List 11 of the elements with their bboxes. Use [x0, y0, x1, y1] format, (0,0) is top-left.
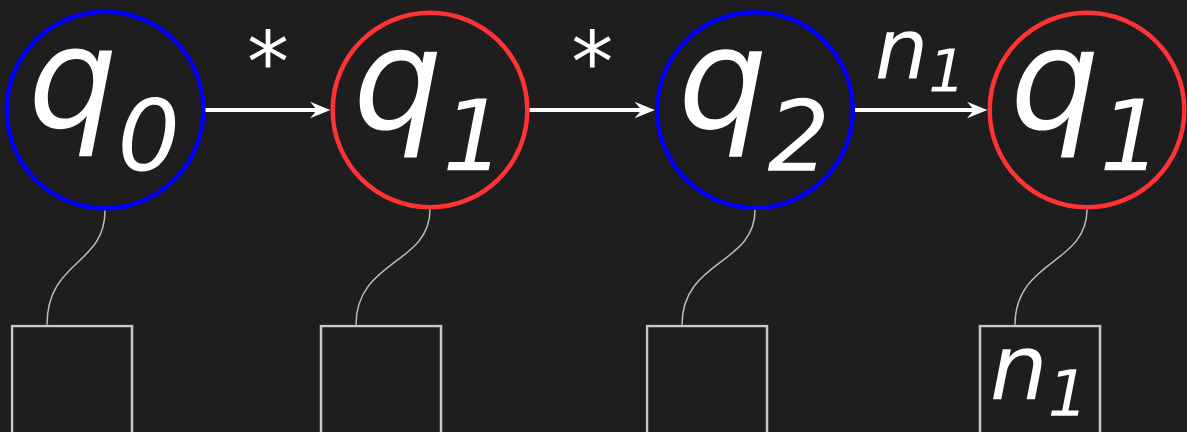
edge-label: n$_{1}$ [877, 31, 957, 92]
leader-line [355, 208, 431, 326]
leader-line [1014, 208, 1088, 326]
leader-line [681, 209, 756, 326]
stack-box [645, 324, 769, 432]
edge-label: * [249, 28, 287, 68]
stack-box: n$_{1}$ [978, 324, 1102, 432]
edge-label: * [573, 28, 611, 68]
leader-line [46, 209, 106, 326]
stack-box [319, 324, 443, 432]
stack-box [10, 324, 134, 432]
